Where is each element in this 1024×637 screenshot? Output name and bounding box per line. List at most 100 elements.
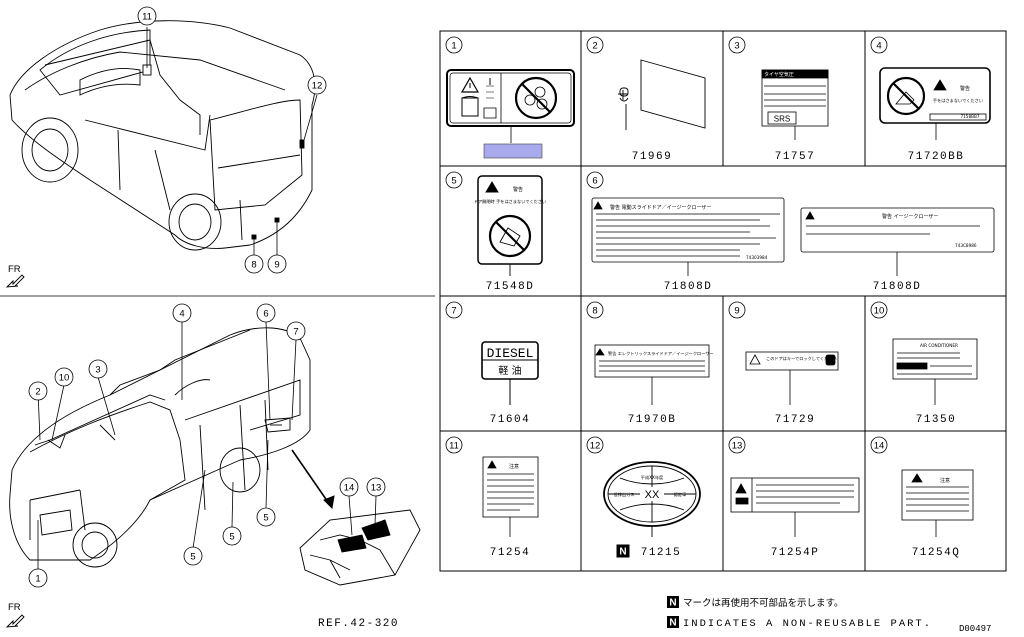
part-number-71215[interactable]: 71215 <box>641 547 682 559</box>
arrow-head <box>323 495 335 510</box>
ref-label: REF.42-320 <box>318 618 399 630</box>
part-number-71604[interactable]: 71604 <box>490 414 531 426</box>
callout-8: 8 <box>251 260 256 271</box>
cell-index-8: 8 <box>592 306 597 317</box>
part-number-71350[interactable]: 71350 <box>916 414 957 426</box>
cell-index-2: 2 <box>592 41 597 52</box>
label-5-title: 警告 <box>513 186 523 193</box>
fr-arrow-bottom <box>5 614 25 628</box>
vehicle-rear-view <box>9 20 316 251</box>
callout-4: 4 <box>179 309 184 320</box>
callout-5a: 5 <box>190 552 195 563</box>
cell-index-5: 5 <box>451 176 456 187</box>
diagram-id: D00497 <box>959 624 991 634</box>
label-6b-title: 警告 イージークローザー <box>882 213 938 220</box>
cell-index-11: 11 <box>449 441 459 452</box>
cell-index-7: 7 <box>451 306 456 317</box>
cell-index-9: 9 <box>734 306 739 317</box>
non-reusable-badge <box>616 544 630 558</box>
part-number-71808d-b[interactable]: 71808D <box>873 281 922 293</box>
part-number-71548d[interactable]: 71548D <box>486 281 535 293</box>
part-number-71970b[interactable]: 71970B <box>628 414 677 426</box>
callout-5c: 5 <box>263 513 268 524</box>
label-12-left: 低排出ガス <box>614 491 635 498</box>
part-number-71808d-a[interactable]: 71808D <box>664 281 713 293</box>
label-4-code: 7158BB7 <box>960 114 979 119</box>
cell-index-10: 10 <box>874 306 885 317</box>
part-number-71254[interactable]: 71254 <box>490 547 531 559</box>
part-number-71254q[interactable]: 71254Q <box>912 547 961 559</box>
fr-label-top: FR <box>8 264 21 275</box>
non-reusable-badge-letter: N <box>619 547 626 558</box>
label-5-warning <box>477 175 543 276</box>
label-8-title: 警告 エレクトリックスライドドア／イージークローザー <box>608 350 714 357</box>
label-7-diesel <box>481 341 539 405</box>
cell-index-12: 12 <box>590 441 601 452</box>
callout-14: 14 <box>344 483 355 494</box>
engine-undercover <box>299 509 421 586</box>
callouts-rear <box>137 6 327 274</box>
label-4-text: 手をはさまないでください <box>933 97 983 104</box>
callout-1: 1 <box>35 574 40 585</box>
callout-3: 3 <box>95 365 100 376</box>
legend-en-text: INDICATES A NON-REUSABLE PART. <box>683 618 932 630</box>
label-14-caution <box>901 469 974 537</box>
cell-index-4: 4 <box>876 41 881 52</box>
label-4-warning <box>879 67 991 140</box>
callout-6: 6 <box>263 309 268 320</box>
label-6a-code: 74303984 <box>746 255 768 260</box>
callout-5b: 5 <box>229 532 234 543</box>
legend: N マークは再使用不可部品を示します。 N INDICATES A NON-RE… <box>667 596 932 630</box>
callout-texts-rear: 11 12 8 9 <box>142 12 322 271</box>
fr-label-bottom: FR <box>8 602 21 613</box>
cell-index-1: 1 <box>451 41 456 52</box>
label-7-diesel-text: DIESEL <box>487 346 534 361</box>
cell-index-13: 13 <box>732 441 743 452</box>
callout-7: 7 <box>293 327 298 338</box>
label-2-plate <box>618 59 706 130</box>
label-12-xx: XX <box>645 489 660 501</box>
part-highlight-1[interactable] <box>483 143 543 159</box>
legend-n-badge-1 <box>667 596 679 608</box>
callout-2: 2 <box>35 387 40 398</box>
callouts-front-lines <box>28 303 386 588</box>
label-6b-code: 743C8986 <box>955 243 977 248</box>
label-6a-title: 警告 電動スライドドア／イージークローザー <box>610 204 711 211</box>
label-8-warning <box>594 344 710 405</box>
label-9-caution <box>745 351 839 405</box>
label-10-title: AIR CONDITIONER <box>920 343 958 348</box>
fr-arrow-top <box>5 274 25 288</box>
label-1-warning <box>446 69 575 143</box>
legend-n-letter-2: N <box>669 618 676 629</box>
cell-index-6: 6 <box>592 176 597 187</box>
label-4-title: 警告 <box>960 85 970 92</box>
callout-12: 12 <box>312 81 323 92</box>
callout-10: 10 <box>59 373 70 384</box>
label-3-srs: SRS <box>774 115 790 124</box>
label-3-code: タイヤ空気圧 <box>764 71 794 78</box>
part-number-71969[interactable]: 71969 <box>632 151 673 163</box>
cell-index-3: 3 <box>734 41 739 52</box>
cell-index-circles <box>445 36 888 454</box>
part-number-71720bb[interactable]: 71720BB <box>908 151 965 163</box>
legend-n-badge-2 <box>667 616 679 628</box>
label-11-title: 注意 <box>509 463 519 470</box>
vehicle-front-view <box>9 327 311 568</box>
legend-n-letter-1: N <box>669 598 676 609</box>
part-numbers: 71969 71757 71720BB 71548D 71808D 71808D… <box>486 151 965 559</box>
label-12-top: 平成XX年度 <box>641 474 664 481</box>
part-number-71254p[interactable]: 71254P <box>771 547 820 559</box>
cell-index-texts: 1 2 3 4 5 6 7 8 9 10 11 12 13 14 <box>449 41 884 452</box>
label-6b-warning <box>800 207 995 276</box>
cell-index-14: 14 <box>874 441 885 452</box>
label-12-emission-seal <box>603 461 701 537</box>
callout-11: 11 <box>142 12 152 23</box>
part-number-71729[interactable]: 71729 <box>775 414 816 426</box>
arrow-to-undercover <box>291 449 331 506</box>
label-7-jp: 軽 油 <box>498 364 521 377</box>
part-number-71757[interactable]: 71757 <box>775 151 816 163</box>
label-14-title: 注意 <box>940 477 950 484</box>
callout-13: 13 <box>371 483 382 494</box>
legend-jp-text: マークは再使用不可部品を示します。 <box>683 597 844 609</box>
